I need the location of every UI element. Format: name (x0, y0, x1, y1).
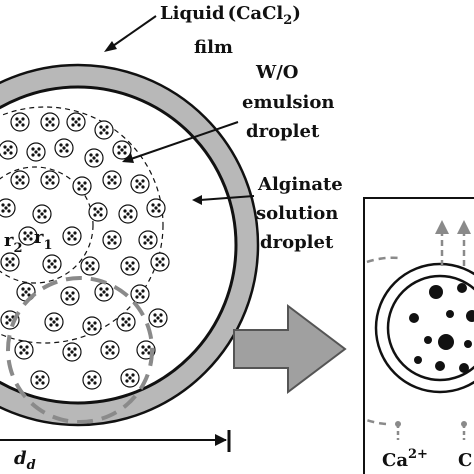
emulsion-droplet (100, 340, 120, 360)
emulsion-droplet (130, 174, 150, 194)
inset-panel: Ca2+ C (363, 197, 474, 474)
alginate-pointer-head (192, 195, 202, 205)
svg-text:droplet: droplet (246, 121, 320, 142)
emulsion-droplet (88, 202, 108, 222)
inset-oil-drop (435, 361, 445, 371)
inset-oil-drop (424, 336, 432, 344)
r1-label: r1 (34, 227, 53, 253)
inset-oil-drop (446, 310, 454, 318)
emulsion-droplet (40, 170, 60, 190)
ca-ion-markers (395, 421, 467, 440)
inset-oil-drop (438, 334, 454, 350)
inset-oil-drop (457, 283, 467, 293)
emulsion-droplet (102, 170, 122, 190)
emulsion-droplet (66, 112, 86, 132)
emulsion-droplet (26, 142, 46, 162)
emulsion-droplet (18, 226, 38, 246)
zoom-region-circle (6, 276, 154, 424)
calcium-ion-label: Ca2+ (382, 447, 428, 471)
inset-oil-drop (459, 363, 469, 373)
inset-film-outer (374, 262, 474, 394)
inset-core (386, 274, 474, 382)
emulsion-droplet (62, 226, 82, 246)
main-droplet (0, 63, 260, 427)
emulsion-droplets (0, 112, 170, 390)
emulsion-droplet (30, 370, 50, 390)
svg-text:solution: solution (256, 203, 338, 224)
emulsion-droplet (0, 252, 20, 272)
emulsion-droplet (40, 112, 60, 132)
emulsion-droplet (148, 308, 168, 328)
liquid-film-label: Liquid(CaCl2) film (104, 3, 301, 58)
liquid-film-pointer-head (104, 41, 117, 52)
liquid-film-pointer (109, 15, 157, 49)
emulsion-droplet (138, 230, 158, 250)
emulsion-droplet (10, 112, 30, 132)
inset-oil-drop (466, 310, 474, 322)
svg-text:droplet: droplet (260, 232, 334, 253)
emulsion-droplet (82, 316, 102, 336)
calcium-ion-label-partial: C (458, 450, 472, 471)
emulsion-droplet (146, 198, 166, 218)
emulsion-droplet (54, 138, 74, 158)
up-arrow-icon (435, 220, 471, 266)
svg-text:Alginate: Alginate (257, 174, 343, 195)
emulsion-droplet (118, 204, 138, 224)
radius-ring-r1 (0, 166, 94, 284)
emulsion-droplet (82, 370, 102, 390)
inset-oil-drop (464, 340, 472, 348)
emulsion-droplet (80, 256, 100, 276)
radius-ring-r2 (0, 106, 164, 344)
emulsion-droplet (60, 286, 80, 306)
svg-text:Liquid(CaCl2): Liquid(CaCl2) (160, 3, 301, 28)
emulsion-droplet (14, 340, 34, 360)
emulsion-droplet (94, 282, 114, 302)
inset-oil-drops (409, 283, 474, 373)
r2-label: r2 (4, 230, 23, 256)
svg-text:emulsion: emulsion (242, 92, 335, 113)
wo-emulsion-pointer (127, 121, 239, 161)
emulsion-droplet (120, 256, 140, 276)
emulsion-droplet (120, 368, 140, 388)
emulsion-droplet (0, 198, 16, 218)
emulsion-droplet (84, 148, 104, 168)
inset-oil-drop (409, 313, 419, 323)
inset-oil-drop (429, 285, 443, 299)
emulsion-droplet (72, 176, 92, 196)
inset-oil-drop (414, 356, 422, 364)
emulsion-droplet (102, 230, 122, 250)
svg-text:film: film (194, 37, 233, 58)
right-arrow-icon (233, 303, 347, 395)
alginate-label: Alginate solution droplet (192, 174, 343, 253)
wo-emulsion-label: W/O emulsion droplet (122, 62, 335, 163)
emulsion-droplet (112, 140, 132, 160)
emulsion-droplet (10, 170, 30, 190)
emulsion-droplet (42, 254, 62, 274)
diameter-dimension: dd (0, 430, 231, 473)
emulsion-droplet (0, 140, 18, 160)
emulsion-droplet (94, 120, 114, 140)
svg-text:dd: dd (14, 448, 36, 473)
emulsion-droplet (130, 284, 150, 304)
emulsion-droplet (32, 204, 52, 224)
emulsion-droplet (150, 252, 170, 272)
emulsion-droplet (44, 312, 64, 332)
svg-text:W/O: W/O (255, 62, 298, 83)
alginate-pointer (199, 195, 255, 201)
wo-emulsion-pointer-head (122, 153, 134, 163)
emulsion-droplet (116, 312, 136, 332)
emulsion-droplet (62, 342, 82, 362)
